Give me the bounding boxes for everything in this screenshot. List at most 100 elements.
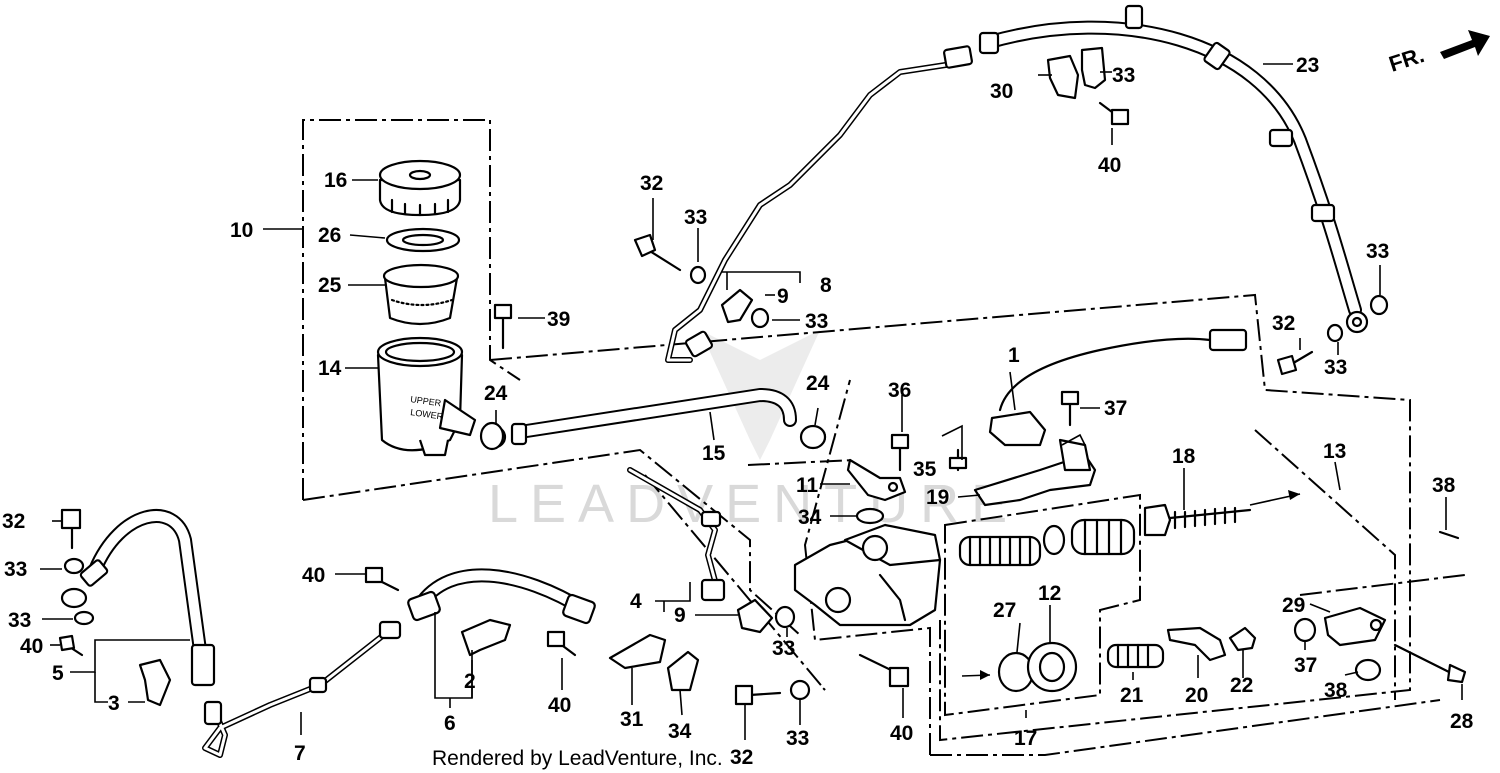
hose-5 [60, 509, 216, 687]
master-cylinder-outline [489, 293, 1411, 742]
reservoir-upper-mark: UPPER [410, 394, 443, 408]
reservoir-lower-outline [302, 448, 801, 636]
clip-34-top [1080, 46, 1107, 90]
rod-18 [1143, 503, 1252, 537]
label-25: 25 [318, 274, 342, 297]
label-9-lower: 9 [674, 604, 686, 627]
pin-28 [1393, 643, 1467, 684]
spring-cup-set [958, 518, 1136, 567]
boot-12 [1026, 641, 1078, 693]
washer-33-joint [750, 307, 770, 329]
label-6: 6 [444, 712, 456, 735]
label-24-right: 24 [806, 372, 830, 395]
bolt-40-left [58, 634, 84, 657]
front-direction-indicator: FR. [1386, 30, 1490, 77]
bolt-41 [858, 653, 910, 688]
cotter-pin-39 [1438, 530, 1460, 540]
upper-body-outline [747, 459, 856, 466]
label-37-left: 36 [888, 379, 911, 402]
reservoir-cap-16 [378, 159, 462, 217]
label-37-right: 37 [1104, 397, 1127, 420]
front-direction-label: FR. [1386, 42, 1427, 77]
label-33-lower-b: 33 [786, 727, 809, 750]
label-23: 23 [1296, 54, 1319, 77]
washer-33-right-b [1369, 294, 1389, 316]
pipe-8 [665, 45, 973, 363]
label-41: 40 [890, 722, 913, 745]
switch-1 [988, 328, 1248, 447]
label-39: 38 [1432, 474, 1456, 497]
label-28: 28 [1450, 710, 1474, 733]
label-32-lower: 32 [730, 746, 753, 769]
body-outline [803, 379, 931, 755]
label-17: 17 [1014, 727, 1037, 750]
bolt-40-middle [364, 566, 400, 592]
assembly-outlines [302, 119, 1466, 756]
label-33-right-b: 33 [1324, 356, 1347, 379]
washer-33-right-a [1326, 323, 1344, 343]
label-8: 8 [820, 274, 832, 297]
spring-21 [1106, 643, 1165, 669]
washer-33-lower-b [789, 679, 811, 701]
label-33-upper: 33 [684, 206, 707, 229]
washer-33-left-b [73, 610, 95, 626]
label-5: 5 [52, 662, 64, 685]
clip-3 [138, 658, 172, 707]
bolt-40-lower [546, 630, 577, 657]
bolt-37-left [890, 433, 910, 472]
label-34-lower: 34 [668, 720, 692, 743]
rod-outline [1254, 429, 1396, 700]
label-9-upper: 9 [777, 285, 789, 308]
label-11: 11 [796, 474, 819, 497]
pipe-set-outline [644, 474, 826, 691]
bottom-outline [930, 699, 1441, 756]
strainer-25 [382, 263, 460, 326]
diaphragm-26 [385, 227, 461, 253]
label-19: 19 [926, 486, 949, 509]
label-38-right: 38 [1324, 679, 1348, 702]
label-32-right: 32 [1272, 312, 1295, 335]
label-24-left: 24 [484, 382, 508, 405]
label-33-joint: 33 [805, 310, 828, 333]
clamp-24-left [479, 421, 505, 451]
washer-33-left-a [63, 557, 85, 575]
hose-6 [407, 568, 596, 625]
washer-33-upper [689, 265, 707, 285]
label-33-lower-a: 33 [772, 637, 795, 660]
assembly-arrows [961, 490, 1301, 680]
o-ring-35 [855, 507, 885, 525]
nut-38b [1354, 658, 1382, 682]
joint-9-upper [720, 288, 754, 324]
hose-23 [978, 4, 1369, 334]
clip-2 [460, 618, 512, 657]
reservoir-14: UPPER LOWER [376, 336, 477, 457]
clip-20 [1166, 626, 1227, 662]
callout-labels: 1 2 3 4 5 6 7 8 9 9 10 11 12 13 14 15 16… [2, 54, 1474, 769]
bolt-40-reservoir [493, 303, 513, 350]
label-1: 1 [1008, 344, 1020, 367]
bolt-32-upper [633, 233, 682, 272]
label-40-reservoir: 39 [547, 308, 570, 331]
bolt-40-top [1098, 101, 1130, 126]
label-30: 30 [990, 80, 1013, 103]
label-12: 12 [1038, 582, 1061, 605]
label-33-left-b: 33 [8, 609, 31, 632]
pipe-4 [627, 467, 726, 602]
label-20: 20 [1185, 684, 1208, 707]
front-arrow-icon [1440, 30, 1490, 59]
nut-22 [1228, 626, 1257, 652]
nut-38a [1293, 617, 1317, 643]
label-2: 2 [464, 670, 476, 693]
reservoir-set-outline [302, 119, 521, 500]
label-38-left: 37 [1294, 654, 1317, 677]
label-34-top: 33 [1112, 64, 1135, 87]
clip-34-lower [666, 650, 700, 692]
label-18: 18 [1172, 445, 1196, 468]
bracket-19 [973, 438, 1097, 507]
label-26: 26 [318, 224, 341, 247]
piston-kit-outline [944, 493, 1141, 717]
label-32-left: 32 [2, 510, 25, 533]
bolt-37-right [1060, 390, 1080, 427]
master-cylinder-body [793, 523, 942, 627]
